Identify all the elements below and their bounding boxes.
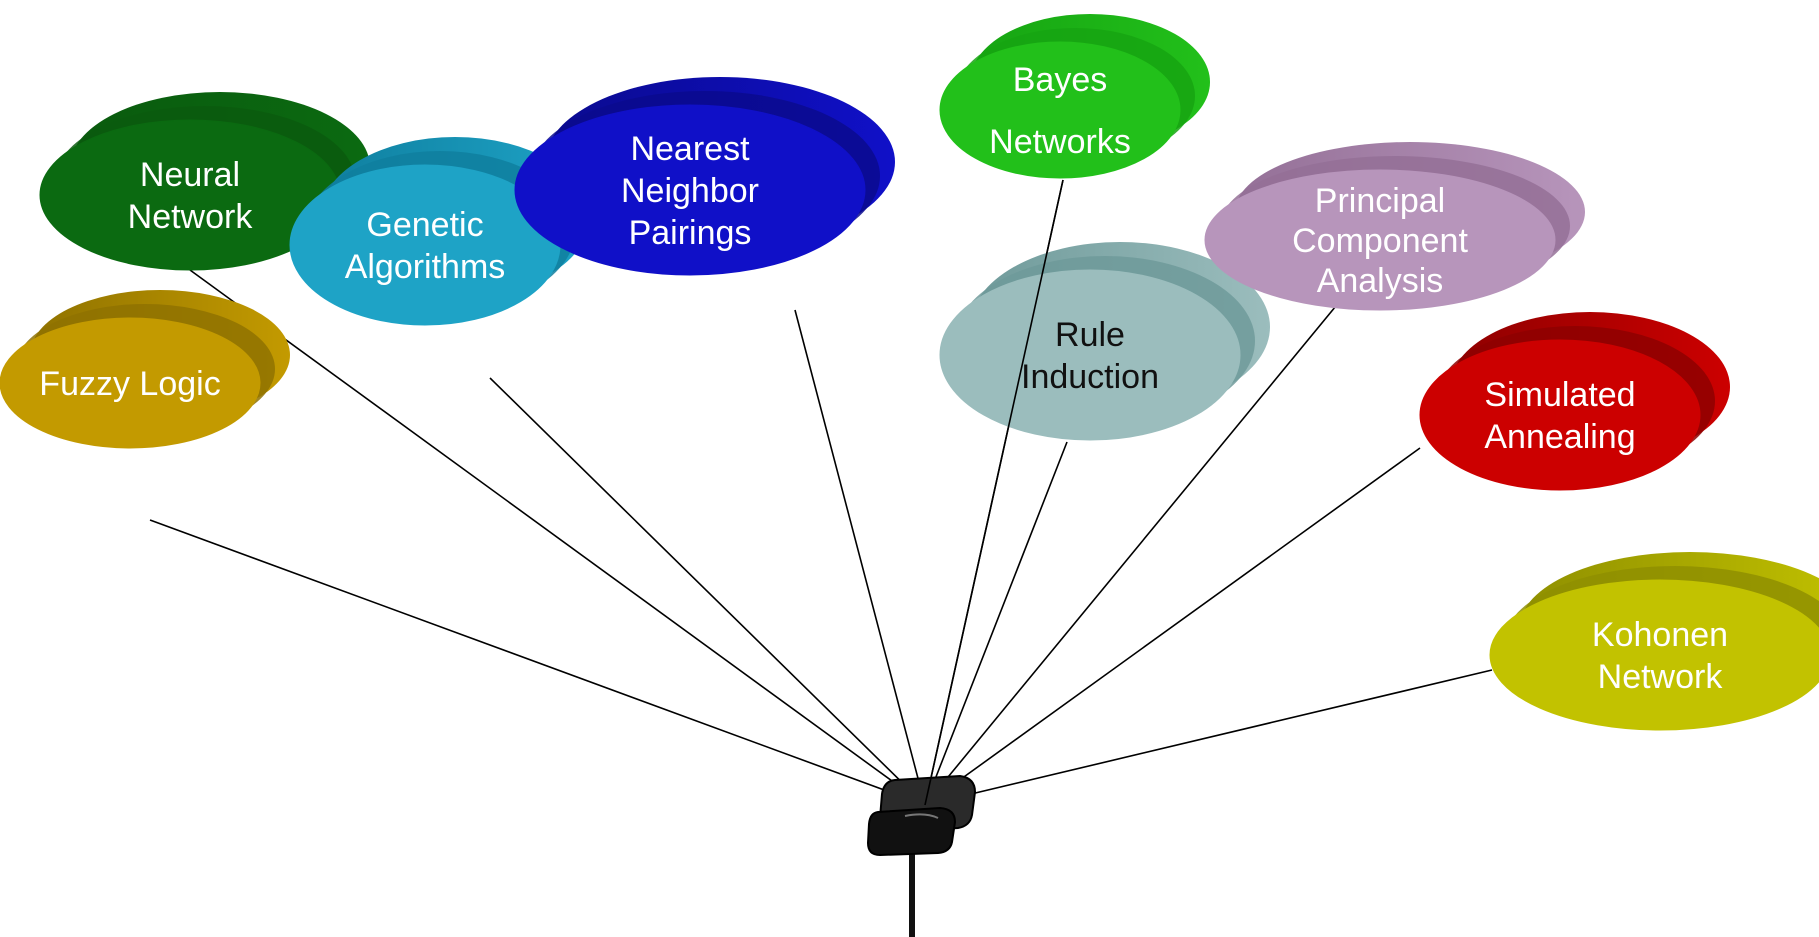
balloon-fuzzy-logic: Fuzzy Logic: [0, 290, 290, 449]
balloon-face: [1419, 339, 1701, 491]
balloon-face: [0, 317, 261, 449]
balloon-label: Networks: [989, 123, 1131, 161]
balloon-label: Network: [128, 198, 254, 236]
hub-node: [866, 774, 977, 937]
balloon-label: Neural: [140, 156, 240, 194]
connector-genetic-algorithms: [489, 377, 926, 806]
balloon-label: Genetic: [366, 206, 483, 244]
hub-highlight: [904, 813, 939, 819]
connector-kohonen-network: [924, 669, 1493, 806]
balloon-label: Induction: [1021, 358, 1159, 396]
balloon-face: [514, 104, 866, 276]
connector-simulated-annealing: [924, 447, 1421, 806]
balloon-label: Principal: [1315, 182, 1445, 220]
balloon-label: Algorithms: [345, 248, 506, 286]
balloon-label: Annealing: [1484, 418, 1635, 456]
balloon-label: Rule: [1055, 316, 1125, 354]
balloon-face: [1489, 579, 1819, 731]
balloon-label: Component: [1292, 222, 1468, 260]
balloon-label: Analysis: [1317, 262, 1444, 300]
balloon-face: [1204, 169, 1556, 311]
connector-overlay: [924, 179, 1064, 806]
hub-front: [866, 806, 957, 857]
balloon-label: Network: [1598, 658, 1724, 696]
balloon-label: Nearest: [630, 130, 750, 168]
balloon-label: Simulated: [1484, 376, 1635, 414]
balloon-label: Fuzzy Logic: [39, 365, 220, 403]
connector-principal-component-analysis: [924, 294, 1346, 806]
balloon-label: Neighbor: [621, 172, 759, 210]
connector-fuzzy-logic: [149, 519, 926, 806]
balloon-label: Bayes: [1013, 61, 1108, 99]
connector-overlay-bayes-networks: [924, 179, 1064, 806]
connector-rule-induction: [924, 441, 1068, 806]
balloon-label: Pairings: [629, 214, 752, 252]
balloon-label: Kohonen: [1592, 616, 1728, 654]
balloon-face: [939, 41, 1181, 179]
balloon-face: [939, 269, 1241, 441]
connector-lines: [149, 179, 1493, 806]
connector-neural-network: [189, 269, 926, 806]
connector-nearest-neighbor-pairings: [794, 309, 926, 806]
